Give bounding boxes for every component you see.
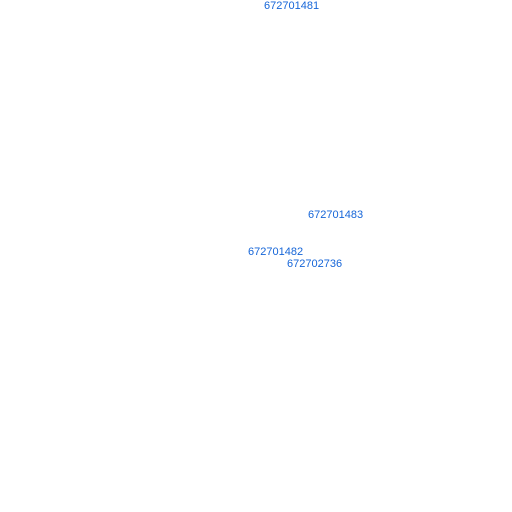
map-feature-label[interactable]: 672701483 xyxy=(308,209,364,221)
map-feature-label[interactable]: 672701481 xyxy=(264,0,320,12)
map-feature-label[interactable]: 672702736 xyxy=(287,258,343,270)
map-feature-label[interactable]: 672701482 xyxy=(248,246,304,258)
